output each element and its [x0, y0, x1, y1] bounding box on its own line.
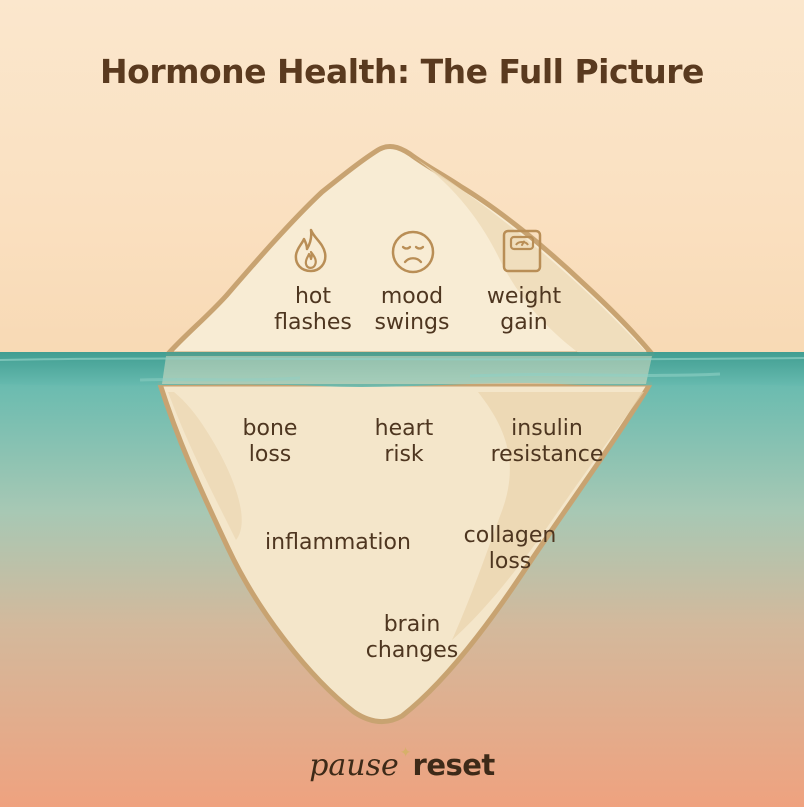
flame-icon — [287, 226, 335, 274]
wave-highlight — [0, 358, 804, 360]
wave-highlight-2 — [470, 374, 720, 376]
sparkle-icon: ✦ — [400, 745, 412, 762]
label-hot-flashes: hot flashes — [263, 284, 363, 336]
brand-logo: pause✦reset — [0, 745, 804, 783]
logo-reset: reset — [413, 748, 495, 782]
sad-face-icon — [389, 228, 437, 276]
label-collagen-loss: collagen loss — [450, 523, 570, 575]
logo-pause: pause — [309, 748, 399, 783]
page-title: Hormone Health: The Full Picture — [0, 52, 804, 91]
label-mood-swings: mood swings — [362, 284, 462, 336]
label-inflammation: inflammation — [248, 530, 428, 556]
label-heart-risk: heart risk — [354, 416, 454, 468]
wave-highlight-3 — [140, 378, 300, 380]
label-bone-loss: bone loss — [220, 416, 320, 468]
label-weight-gain: weight gain — [472, 284, 576, 336]
scale-icon — [498, 226, 546, 274]
label-insulin-resistance: insulin resistance — [472, 416, 622, 468]
label-brain-changes: brain changes — [350, 612, 474, 664]
